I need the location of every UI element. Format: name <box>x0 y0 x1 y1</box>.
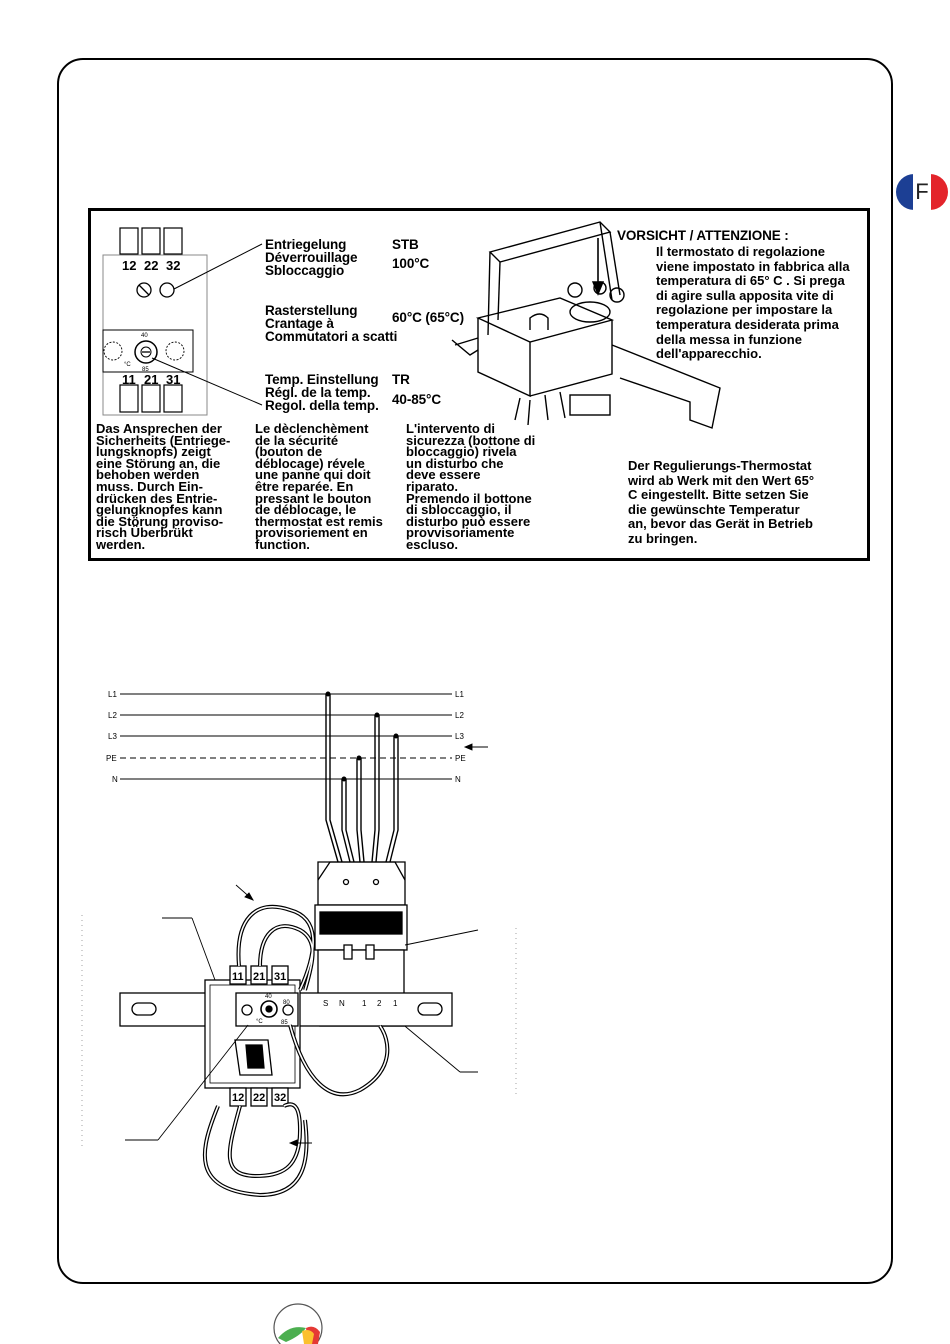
language-letter: F <box>915 179 929 204</box>
wiring-terminal-31: 31 <box>274 971 286 983</box>
block-terminal-s: S <box>323 999 328 1008</box>
internal-wires-inner <box>204 905 389 1196</box>
line-label-l1: L1 <box>108 690 117 699</box>
thermostat-front-diagram <box>102 227 263 416</box>
label-stb-temp: 100°C <box>392 256 430 271</box>
block-terminal-n: N <box>339 999 345 1008</box>
label-tr: TR <box>392 372 410 387</box>
box-terminal-21: 21 <box>144 372 158 387</box>
line-label-n: N <box>112 775 118 784</box>
flag-france-icon <box>896 174 948 210</box>
line-labels-right: L1 L2 L3 PE N <box>455 690 466 784</box>
leader-lines <box>81 884 517 1150</box>
wiring-terminal-21: 21 <box>253 971 265 983</box>
line-label-l2: L2 <box>108 711 117 720</box>
wiring-terminal-12: 12 <box>232 1092 244 1104</box>
line-label-pe-right: PE <box>455 754 466 763</box>
line-label-l3: L3 <box>108 732 117 741</box>
page-frame <box>57 58 893 1284</box>
paragraph-fr: Le dèclenchèment de la sécurité (bouton … <box>255 421 383 552</box>
box-terminal-32: 32 <box>166 258 180 273</box>
block-terminal-1a: 1 <box>362 999 367 1008</box>
label-detent-temp: 60°C (65°C) <box>392 310 464 325</box>
line-label-l1-right: L1 <box>455 690 464 699</box>
caution-title: VORSICHT / ATTENZIONE : <box>617 228 789 243</box>
brand-logo <box>272 1298 324 1344</box>
wiring-dial-left: °C <box>256 1019 263 1025</box>
box-terminal-labels: 12 22 32 11 21 31 40 °C 85 <box>122 258 180 387</box>
box-terminal-22: 22 <box>144 258 158 273</box>
label-temp-setting: Temp. Einstellung Régl. de la temp. Rego… <box>265 372 379 413</box>
paragraph-it: L'intervento di sicurezza (bottone di bl… <box>406 421 536 552</box>
wiring-terminal-labels: 11 21 31 12 22 32 S N 1 2 1 40 °C 80 85 <box>232 971 398 1104</box>
thermostat-info-box <box>88 208 870 561</box>
box-terminal-31: 31 <box>166 372 180 387</box>
terminal-block <box>314 861 479 1073</box>
block-terminal-2: 2 <box>377 999 382 1008</box>
wiring-lines <box>120 693 488 780</box>
box-terminal-11: 11 <box>122 372 136 387</box>
paragraph-de: Das Ansprechen der Sicherheits (Entriege… <box>96 421 231 552</box>
line-label-l2-right: L2 <box>455 711 464 720</box>
box-dial-left: °C <box>124 362 131 368</box>
paragraph-de-factory: Der Regulierungs-Thermostat wird ab Werk… <box>628 458 815 546</box>
wiring-terminal-22: 22 <box>253 1092 265 1104</box>
line-label-pe: PE <box>106 754 117 763</box>
block-terminal-1b: 1 <box>393 999 398 1008</box>
caution-text: Il termostato di regolazione viene impos… <box>656 244 850 362</box>
wiring-terminal-32: 32 <box>274 1092 286 1104</box>
unlock-button-icon <box>159 282 175 298</box>
box-terminal-12: 12 <box>122 258 136 273</box>
line-label-n-right: N <box>455 775 461 784</box>
label-detent: Rasterstellung Crantage à Commutatori a … <box>265 303 398 344</box>
box-dial-bottom: 85 <box>142 367 149 373</box>
wiring-dial-top: 40 <box>265 994 272 1000</box>
wiring-terminal-11: 11 <box>232 971 244 983</box>
supply-cables <box>325 691 399 863</box>
wiring-dial-bottom: 85 <box>281 1020 288 1026</box>
line-label-l3-right: L3 <box>455 732 464 741</box>
thermostat-3d-illustration <box>451 221 721 429</box>
box-dial-top: 40 <box>141 333 148 339</box>
label-stb: STB <box>392 237 419 252</box>
label-tr-range: 40-85°C <box>392 392 441 407</box>
line-labels-left: L1 L2 L3 PE N <box>106 690 118 784</box>
thermostat-unit <box>204 965 301 1107</box>
label-unlock: Entriegelung Déverrouillage Sbloccaggio <box>265 237 358 278</box>
wiring-dial-right: 80 <box>283 1000 290 1006</box>
